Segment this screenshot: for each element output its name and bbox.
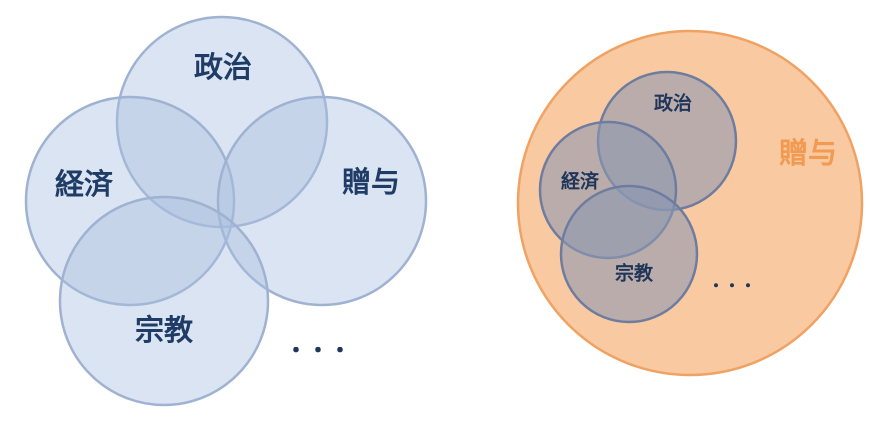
label-gift: 贈与 xyxy=(342,165,400,199)
ellipsis-right: ・・・ xyxy=(708,277,756,296)
inner-circle-religion xyxy=(559,184,699,324)
circle-economy xyxy=(24,95,236,307)
circle-religion xyxy=(58,195,270,407)
right-venn: 贈与 政治 経済 宗教 ・・・ xyxy=(516,29,864,377)
container-label-gift: 贈与 xyxy=(779,136,837,170)
label-politics: 政治 xyxy=(194,50,252,84)
ellipsis-left: ・・・ xyxy=(285,339,351,364)
label-religion: 宗教 xyxy=(135,313,193,347)
inner-label-religion: 宗教 xyxy=(615,262,654,285)
left-venn: 政治 経済 贈与 宗教 ・・・ xyxy=(24,15,428,407)
label-economy: 経済 xyxy=(55,167,114,201)
inner-label-economy: 経済 xyxy=(561,170,600,193)
circle-gift xyxy=(216,95,428,307)
inner-label-politics: 政治 xyxy=(654,92,692,115)
